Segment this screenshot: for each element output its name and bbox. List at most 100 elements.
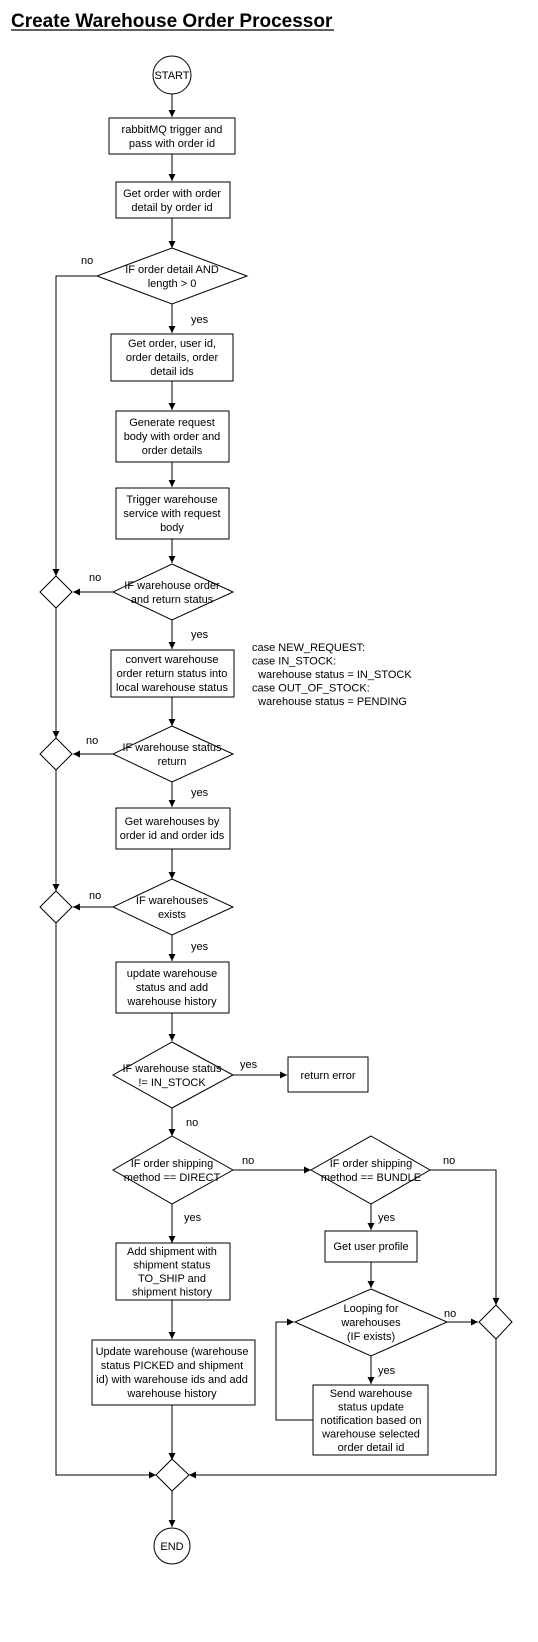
decision-shipping-bundle bbox=[309, 1135, 432, 1205]
start-label: START bbox=[154, 70, 189, 82]
text-line: TO_SHIP and bbox=[138, 1273, 206, 1285]
text-line: notification based on bbox=[321, 1415, 422, 1427]
text-line: status update bbox=[338, 1402, 404, 1414]
text-line: warehouse status = PENDING bbox=[252, 696, 407, 708]
text-line: exists bbox=[158, 909, 187, 921]
label-return-error: return error bbox=[300, 1070, 355, 1082]
decision-order-detail bbox=[95, 247, 249, 305]
text-line: Get order, user id, bbox=[128, 338, 216, 350]
label-not-in-stock-decision: IF warehouse status != IN_STOCK bbox=[122, 1063, 222, 1089]
text-line: IF order detail AND bbox=[125, 264, 219, 276]
text-line: IF warehouse status bbox=[122, 1063, 222, 1075]
text-line: order details, order bbox=[126, 352, 219, 364]
text-line: pass with order id bbox=[129, 138, 215, 150]
edge-label-no: no bbox=[86, 735, 98, 747]
end-node bbox=[153, 1527, 191, 1565]
process-add-shipment bbox=[115, 1242, 231, 1301]
text-line: method == DIRECT bbox=[124, 1172, 221, 1184]
annotation-status-cases: case NEW_REQUEST:case IN_STOCK: warehous… bbox=[252, 642, 412, 708]
text-line: Trigger warehouse bbox=[126, 494, 217, 506]
label-get-warehouses: Get warehouses by order id and order ids bbox=[120, 816, 225, 842]
end-label: END bbox=[160, 1541, 183, 1553]
process-generate-body bbox=[115, 410, 230, 463]
text-line: shipment history bbox=[132, 1286, 213, 1298]
text-line: update warehouse bbox=[127, 968, 218, 980]
process-rabbitmq-trigger bbox=[108, 117, 236, 155]
label-trigger-warehouse: Trigger warehouse service with request bod… bbox=[123, 494, 220, 534]
edge-label-no: no bbox=[89, 890, 101, 902]
start-node bbox=[152, 55, 192, 95]
edge-label-no: no bbox=[89, 572, 101, 584]
decision-not-in-stock bbox=[111, 1041, 235, 1109]
text-line: warehouses bbox=[340, 1317, 401, 1329]
process-get-order bbox=[115, 181, 231, 219]
merge-diamond-right bbox=[478, 1304, 513, 1340]
text-line: order details bbox=[142, 445, 203, 457]
text-line: warehouse status = IN_STOCK bbox=[252, 669, 412, 681]
process-trigger-warehouse bbox=[115, 487, 230, 540]
label-get-user-profile: Get user profile bbox=[333, 1241, 408, 1253]
edge-label-no: no bbox=[81, 255, 93, 267]
edge-label-yes: yes bbox=[240, 1059, 258, 1071]
edge-label-yes: yes bbox=[378, 1365, 396, 1377]
process-get-warehouses bbox=[115, 807, 231, 850]
text-line: convert warehouse bbox=[126, 654, 219, 666]
process-update-warehouse bbox=[115, 961, 230, 1014]
text-line: rabbitMQ trigger and bbox=[122, 124, 223, 136]
text-line: Get order with order bbox=[123, 188, 221, 200]
text-line: Get warehouses by bbox=[125, 816, 220, 828]
text-line: return bbox=[158, 756, 187, 768]
label-get-order: Get order with order detail by order id bbox=[123, 188, 221, 214]
edge-label-yes: yes bbox=[191, 787, 209, 799]
text-line: detail by order id bbox=[131, 202, 212, 214]
text-line: local warehouse status bbox=[116, 682, 228, 694]
text-line: length > 0 bbox=[148, 278, 197, 290]
process-get-ids bbox=[110, 333, 234, 382]
edge-decision1-no bbox=[52, 275, 97, 576]
text-line: body bbox=[160, 522, 184, 534]
text-line: IF order shipping bbox=[330, 1158, 413, 1170]
edges bbox=[52, 94, 500, 1527]
text-line: Looping for bbox=[343, 1303, 398, 1315]
edge-notify-loopback bbox=[275, 1318, 313, 1421]
text-line: warehouse history bbox=[126, 1388, 217, 1400]
merge-diamond-final bbox=[155, 1458, 190, 1492]
text-line: body with order and bbox=[124, 431, 221, 443]
process-update-warehouse-picked bbox=[91, 1339, 256, 1406]
merge-diamond-1 bbox=[39, 575, 73, 609]
edge-label-no: no bbox=[443, 1155, 455, 1167]
edge-label-yes: yes bbox=[184, 1212, 202, 1224]
text-line: and return status bbox=[131, 594, 214, 606]
edge-label-no: no bbox=[444, 1308, 456, 1320]
edge-label-no: no bbox=[186, 1117, 198, 1129]
decision-warehouse-order bbox=[111, 563, 235, 621]
label-get-ids: Get order, user id, order details, order d… bbox=[126, 338, 219, 378]
edge-label-no: no bbox=[242, 1155, 254, 1167]
decision-loop-warehouses bbox=[293, 1288, 449, 1357]
text-line: method == BUNDLE bbox=[321, 1172, 421, 1184]
edge-bundle-no-rightmerge bbox=[430, 1169, 500, 1305]
text-line: != IN_STOCK bbox=[138, 1077, 206, 1089]
text-line: return error bbox=[300, 1070, 355, 1082]
text-line: status and add bbox=[136, 982, 208, 994]
merge-diamond-3 bbox=[39, 890, 73, 924]
text-line: detail ids bbox=[150, 366, 194, 378]
text-line: Get user profile bbox=[333, 1241, 408, 1253]
text-line: service with request bbox=[123, 508, 220, 520]
text-line: case OUT_OF_STOCK: bbox=[252, 683, 370, 695]
decision-shipping-direct bbox=[111, 1135, 235, 1205]
text-line: case IN_STOCK: bbox=[252, 656, 336, 668]
process-return-error bbox=[287, 1056, 369, 1093]
text-line: status PICKED and shipment bbox=[101, 1360, 243, 1372]
edge-rightmerge-merge bbox=[189, 1339, 497, 1479]
text-line: id) with warehouse ids and add bbox=[96, 1374, 248, 1386]
text-line: Update warehouse (warehouse bbox=[96, 1346, 249, 1358]
text-line: order id and order ids bbox=[120, 830, 225, 842]
